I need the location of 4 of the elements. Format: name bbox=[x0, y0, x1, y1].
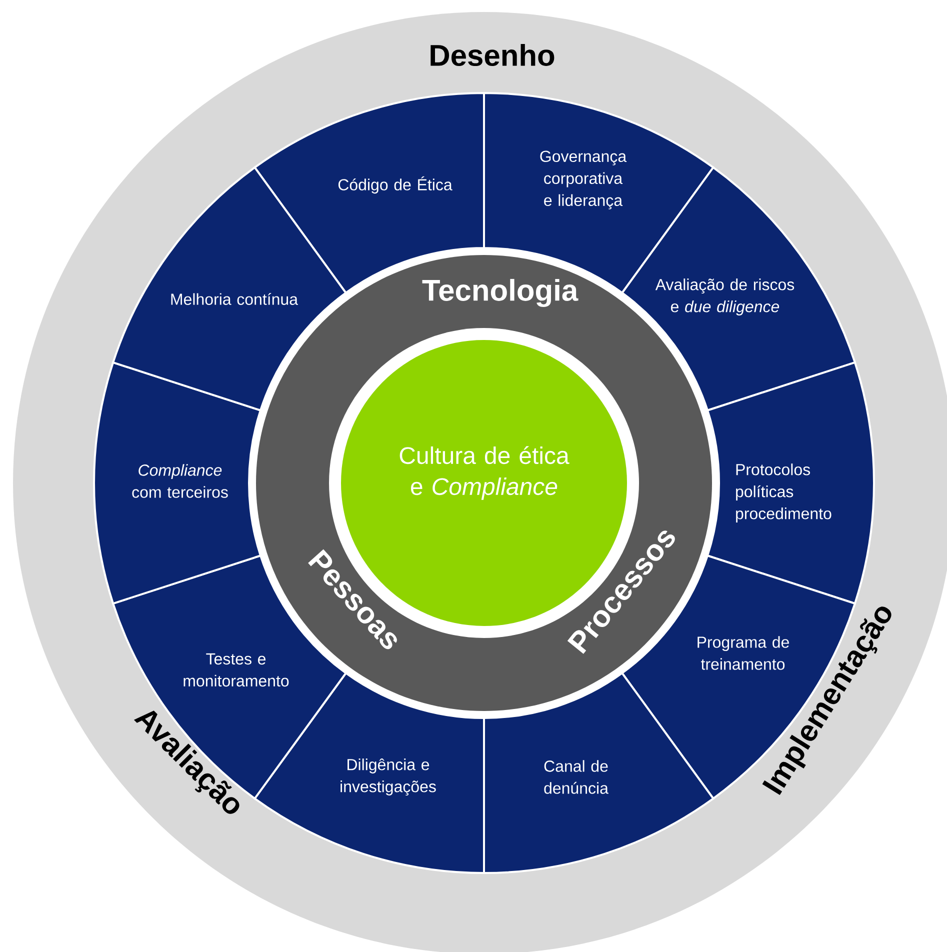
ring-segment: Protocolos políticas procedimento bbox=[706, 361, 875, 604]
ring-segment: Avaliação de riscos e due diligence bbox=[621, 166, 856, 412]
ring-segment: Compliance com terceiros bbox=[93, 361, 262, 605]
ring-segment: Canal de denúncia bbox=[483, 672, 714, 874]
